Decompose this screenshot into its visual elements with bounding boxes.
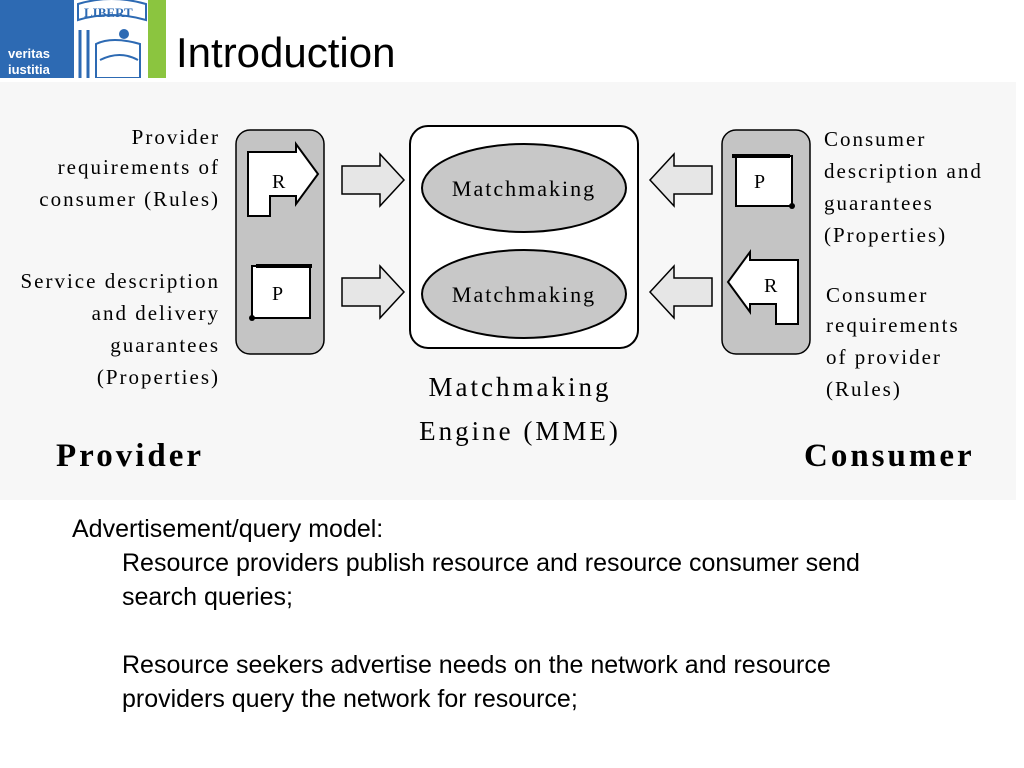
body-heading: Advertisement/query model: bbox=[72, 515, 384, 543]
consumer-to-engine-arrow-bottom bbox=[648, 264, 713, 320]
consumer-to-engine-arrow-top bbox=[648, 152, 713, 208]
logo-banner-text: LIBERT bbox=[84, 5, 133, 20]
svg-text:Engine (MME): Engine (MME) bbox=[419, 416, 621, 446]
consumer-heading: Consumer bbox=[804, 438, 975, 474]
body-text: Advertisement/query model: Resource prov… bbox=[72, 512, 992, 716]
logo-green-bar bbox=[148, 0, 166, 78]
provider-properties-label: Service description and delivery guarant… bbox=[20, 269, 220, 389]
svg-text:guarantees: guarantees bbox=[110, 333, 220, 357]
svg-text:requirements of: requirements of bbox=[58, 155, 220, 179]
seal-figure-icon bbox=[95, 39, 141, 78]
point-2-line-2: providers query the network for resource… bbox=[122, 685, 578, 713]
svg-text:guarantees: guarantees bbox=[824, 191, 934, 215]
point-1-line-1: Resource providers publish resource and … bbox=[122, 549, 860, 577]
svg-text:of provider: of provider bbox=[826, 345, 942, 369]
pillar-icon bbox=[78, 30, 90, 78]
matchmaking-label-bottom: Matchmaking bbox=[452, 282, 596, 307]
svg-text:(Properties): (Properties) bbox=[97, 365, 220, 389]
logo-text-iustitia: iustitia bbox=[8, 62, 51, 77]
svg-text:Consumer: Consumer bbox=[824, 127, 926, 151]
star-icon bbox=[119, 29, 129, 39]
matchmaking-diagram: Provider requirements of consumer (Rules… bbox=[0, 82, 1016, 500]
svg-text:Matchmaking: Matchmaking bbox=[429, 372, 612, 402]
matchmaking-label-top: Matchmaking bbox=[452, 176, 596, 201]
svg-text:(Rules): (Rules) bbox=[826, 377, 902, 401]
matchmaking-oval-top bbox=[421, 143, 627, 233]
university-logo: veritas iustitia LIBERT bbox=[0, 0, 166, 78]
provider-rules-label: Provider requirements of consumer (Rules… bbox=[39, 125, 220, 211]
provider-to-engine-arrow-bottom bbox=[341, 264, 406, 320]
svg-text:description and: description and bbox=[824, 159, 983, 183]
point-2-line-1: Resource seekers advertise needs on the … bbox=[122, 651, 831, 679]
svg-text:(Properties): (Properties) bbox=[824, 223, 947, 247]
logo-text-veritas: veritas bbox=[8, 46, 50, 61]
provider-heading: Provider bbox=[56, 438, 204, 474]
provider-rules-doc-letter: R bbox=[272, 171, 286, 193]
consumer-rules-doc-icon bbox=[726, 248, 799, 325]
consumer-properties-label: Consumer description and guarantees (Pro… bbox=[824, 127, 983, 247]
svg-text:consumer (Rules): consumer (Rules) bbox=[39, 187, 220, 211]
svg-text:and delivery: and delivery bbox=[92, 301, 220, 325]
point-1-line-2: search queries; bbox=[122, 583, 293, 611]
provider-to-engine-arrow-top bbox=[341, 152, 406, 208]
svg-text:Provider: Provider bbox=[132, 125, 220, 149]
consumer-rules-doc-letter: R bbox=[764, 275, 778, 297]
engine-label: Matchmaking Engine (MME) bbox=[419, 372, 621, 446]
slide-title: Introduction bbox=[176, 29, 396, 76]
consumer-properties-doc-letter: P bbox=[754, 171, 765, 193]
consumer-rules-label: Consumer requirements of provider (Rules… bbox=[826, 283, 960, 401]
svg-text:Service description: Service description bbox=[20, 269, 220, 293]
provider-properties-doc-letter: P bbox=[272, 283, 283, 305]
logo-banner bbox=[77, 0, 147, 22]
svg-text:Consumer: Consumer bbox=[826, 283, 928, 307]
svg-text:requirements: requirements bbox=[826, 313, 960, 337]
logo-blue-block bbox=[0, 0, 74, 78]
provider-rules-doc-icon bbox=[247, 140, 320, 217]
matchmaking-oval-bottom bbox=[421, 249, 627, 339]
